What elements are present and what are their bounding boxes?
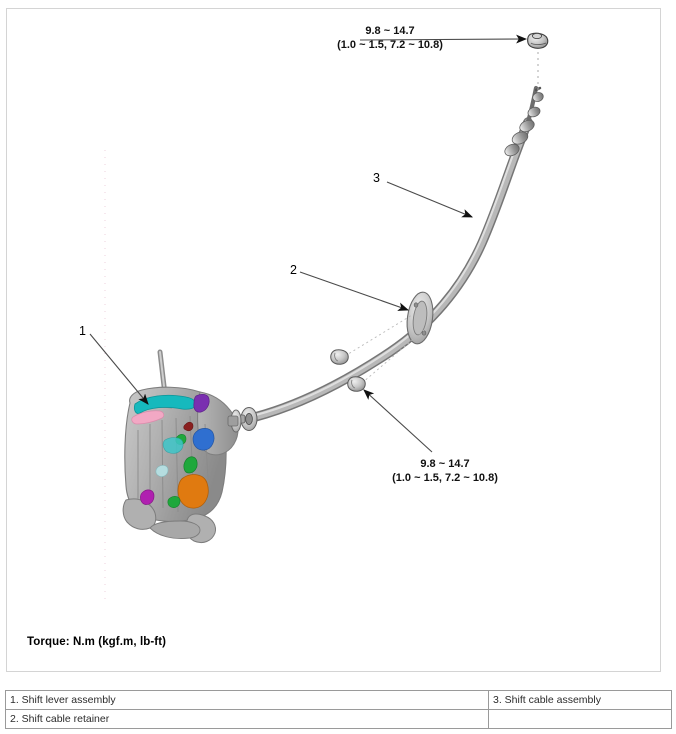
callout-number-3: 3 bbox=[373, 171, 380, 185]
torque-spec-top-primary: 9.8 ~ 14.7 bbox=[365, 25, 415, 37]
legend-item-1: 1. Shift lever assembly bbox=[5, 690, 489, 710]
callout-number-2: 2 bbox=[290, 263, 297, 277]
diagram-frame bbox=[6, 8, 661, 672]
table-row: 2. Shift cable retainer bbox=[5, 709, 672, 729]
callout-number-1: 1 bbox=[79, 324, 86, 338]
torque-spec-top-secondary: (1.0 ~ 1.5, 7.2 ~ 10.8) bbox=[337, 39, 443, 51]
torque-spec-bottom-primary: 9.8 ~ 14.7 bbox=[420, 458, 470, 470]
parts-legend-table: 1. Shift lever assembly 3. Shift cable a… bbox=[5, 690, 672, 729]
legend-item-2: 2. Shift cable retainer bbox=[5, 709, 489, 729]
torque-spec-bottom: 9.8 ~ 14.7 (1.0 ~ 1.5, 7.2 ~ 10.8) bbox=[376, 457, 514, 485]
torque-spec-top: 9.8 ~ 14.7 (1.0 ~ 1.5, 7.2 ~ 10.8) bbox=[325, 24, 455, 52]
legend-item-3: 3. Shift cable assembly bbox=[488, 690, 672, 710]
legend-item-empty bbox=[488, 709, 672, 729]
table-row: 1. Shift lever assembly 3. Shift cable a… bbox=[5, 690, 672, 710]
torque-units-caption: Torque: N.m (kgf.m, lb-ft) bbox=[27, 636, 167, 648]
torque-spec-bottom-secondary: (1.0 ~ 1.5, 7.2 ~ 10.8) bbox=[392, 472, 498, 484]
